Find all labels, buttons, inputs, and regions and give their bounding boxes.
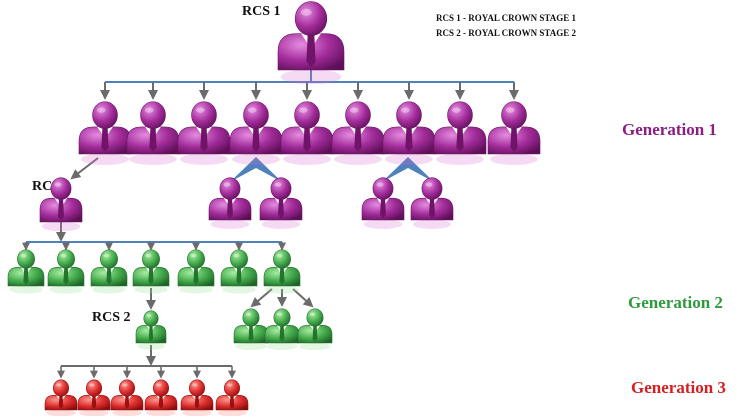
top-person <box>277 1 345 85</box>
legend-rcs2: RCS 2 - ROYAL CROWN STAGE 2 <box>436 28 577 38</box>
gen2-sub-person <box>297 308 333 351</box>
gen3-person <box>110 379 144 416</box>
gen1-person <box>331 101 385 165</box>
gen2-split-arrow <box>292 288 314 308</box>
gen2-sub-person <box>264 308 300 351</box>
generation-2-label: Generation 2 <box>628 293 723 312</box>
gen3-person <box>77 379 111 416</box>
rcs1-person <box>39 177 83 232</box>
gen1-sub-person <box>410 177 454 229</box>
legend-rcs1: RCS 1 - ROYAL CROWN STAGE 1 <box>436 13 577 23</box>
gen2-person <box>263 249 301 294</box>
gen3-person <box>215 379 249 416</box>
gen3-person <box>180 379 214 416</box>
gen1-sub-person <box>208 177 252 229</box>
gen2-split-arrow <box>250 288 273 308</box>
gen1-person <box>78 101 132 165</box>
gen3-person <box>44 379 78 416</box>
gen1-person <box>177 101 231 165</box>
branch-chevron <box>382 157 434 182</box>
gen1-person <box>229 101 283 165</box>
gen3-person <box>144 379 178 416</box>
generation-1-label: Generation 1 <box>622 120 717 139</box>
gen2-sub-person <box>233 308 269 351</box>
gen1-person <box>126 101 180 165</box>
gen2-person <box>7 249 45 294</box>
gen2-person <box>177 249 215 294</box>
gen2-person <box>90 249 128 294</box>
gen1-person <box>433 101 487 165</box>
people <box>7 1 541 416</box>
gen1-person <box>382 101 436 165</box>
gen1-sub-person <box>361 177 405 229</box>
gen1-person <box>487 101 541 165</box>
generation-3-label: Generation 3 <box>631 378 726 397</box>
to-rcs1-arrow <box>70 157 99 180</box>
gen1-person <box>280 101 334 165</box>
connectors <box>22 70 519 379</box>
gen1-sub-person <box>259 177 303 229</box>
gen2-person <box>220 249 258 294</box>
rcs2-person <box>135 310 167 350</box>
gen2-person <box>47 249 85 294</box>
branch-rcs2-label: RCS 2 <box>92 310 131 325</box>
branch-chevron <box>230 157 282 182</box>
top-rcs1-label: RCS 1 <box>242 4 281 19</box>
gen2-person <box>132 249 170 294</box>
